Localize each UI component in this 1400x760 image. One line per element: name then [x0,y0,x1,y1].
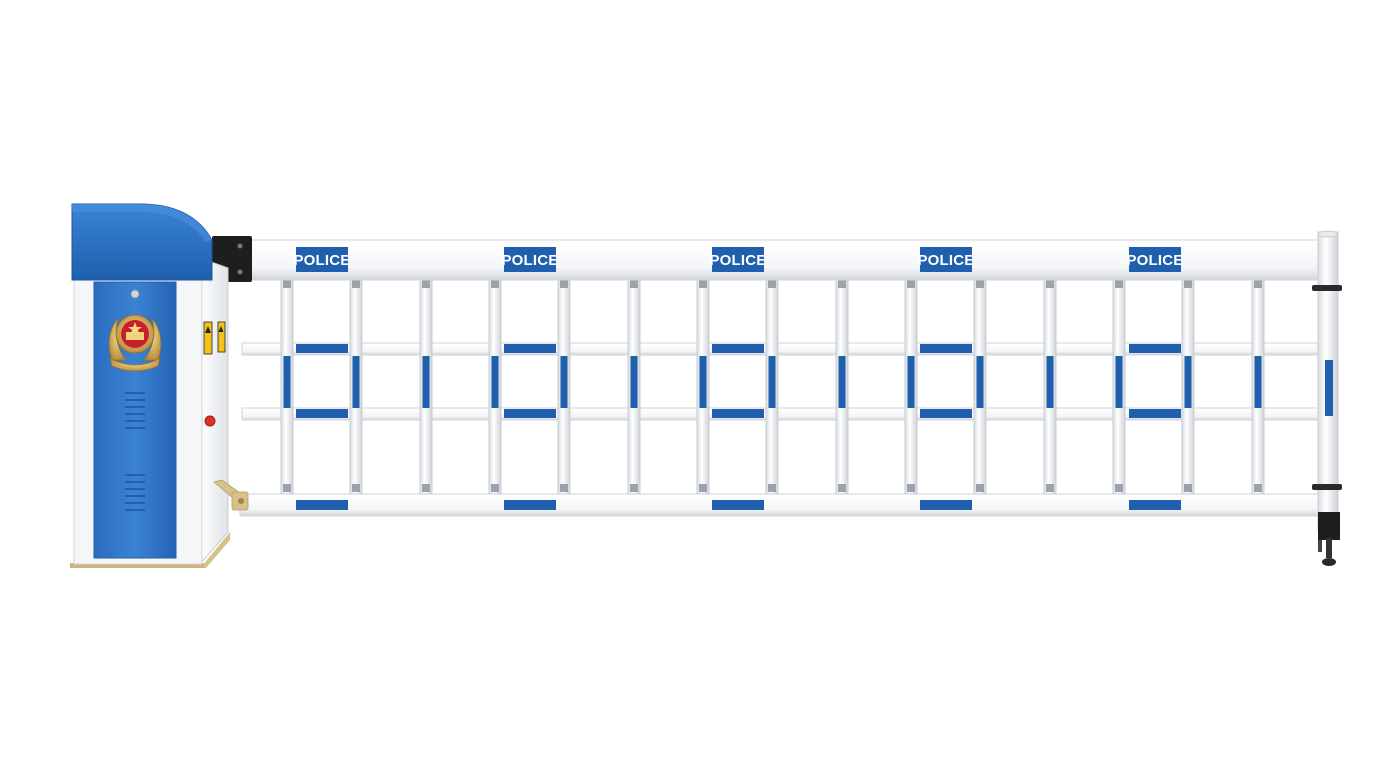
barrier-cabinet [70,203,249,568]
reflector-mark [422,356,430,408]
police-emblem-icon [108,314,162,372]
reflector-mark [1129,344,1181,353]
reflector-mark [1115,356,1123,408]
reflector-mark [838,356,846,408]
warning-triangle-icon [203,321,226,355]
reflector-mark [712,500,764,510]
cabinet-vents [125,392,145,511]
police-sign: POLICE [501,247,558,272]
reflector-mark [1184,356,1192,408]
reflector-mark [712,344,764,353]
stop-button [204,415,216,427]
reflector-mark [1129,500,1181,510]
reflector-mark [768,356,776,408]
reflector-mark [1046,356,1054,408]
reflector-mark [283,356,291,408]
reflector-mark [920,500,972,510]
police-sign-label: POLICE [501,252,558,269]
end-support-post [1312,230,1342,566]
police-sign-label: POLICE [917,252,974,269]
police-sign: POLICE [1126,247,1183,272]
reflector-mark [504,500,556,510]
reflector-mark [712,409,764,418]
cabinet-top-cap [71,203,213,281]
reflector-mark [976,356,984,408]
police-sign-label: POLICE [709,252,766,269]
linkage-arm [213,479,249,511]
reflector-mark [352,356,360,408]
cabinet-side-panel [199,257,229,566]
reflector-mark [699,356,707,408]
reflector-mark [1254,356,1262,408]
reflector-mark [560,356,568,408]
reflector-mark [920,344,972,353]
reflector-mark [296,344,348,353]
reflector-mark [920,409,972,418]
reflector-mark [296,500,348,510]
door-lock [130,289,140,299]
reflector-mark [1129,409,1181,418]
reflector-mark [907,356,915,408]
police-sign: POLICE [917,247,974,272]
police-sign-label: POLICE [293,252,350,269]
reflector-mark [630,356,638,408]
police-sign: POLICE [709,247,766,272]
reflector-mark [296,409,348,418]
gate-arm-frame: POLICE POLICE POLICE POLICE POLICE [239,239,1337,517]
police-sign: POLICE [293,247,350,272]
police-sign-label: POLICE [1126,252,1183,269]
reflector-mark [491,356,499,408]
reflector-mark [504,344,556,353]
reflector-mark [504,409,556,418]
